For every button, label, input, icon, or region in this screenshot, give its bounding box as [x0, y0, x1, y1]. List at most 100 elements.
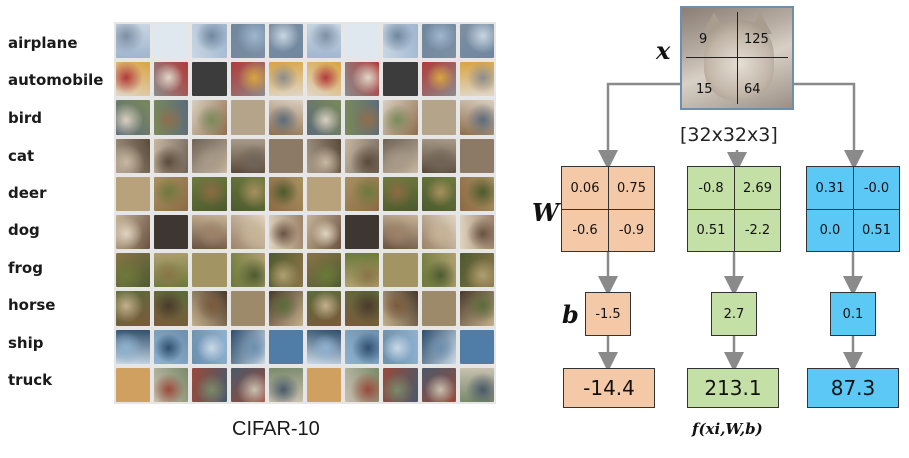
cifar-thumbnail: [154, 62, 189, 97]
function-label-text: f(xi,W,b): [692, 420, 763, 438]
cifar-thumbnail: [268, 62, 303, 97]
cifar-thumbnail: [421, 215, 456, 250]
cifar-thumbnail: [268, 367, 303, 402]
cifar-thumbnail: [192, 215, 227, 250]
cifar-thumbnail: [345, 24, 380, 59]
cifar-thumbnail: [230, 329, 265, 364]
input-image-x: 9 125 15 64: [680, 6, 794, 110]
cifar-thumbnail: [192, 176, 227, 211]
cifar-thumbnail: [268, 253, 303, 288]
cifar-thumbnail: [383, 367, 418, 402]
function-label: f(xi,W,b): [692, 420, 763, 438]
cifar-thumbnail: [307, 62, 342, 97]
cifar-thumbnail: [421, 291, 456, 326]
cifar-thumbnail: [345, 176, 380, 211]
class-label-frog: frog: [8, 259, 43, 277]
bias-box-2: 2.7: [711, 292, 757, 336]
cifar-thumbnail: [421, 176, 456, 211]
class-label-horse: horse: [8, 296, 56, 314]
cifar-thumbnail: [345, 291, 380, 326]
weight-value: 0.0: [807, 209, 853, 251]
score-box-2: 213.1: [687, 368, 779, 408]
pixel-value: 64: [744, 82, 761, 97]
cifar-thumbnail: [345, 100, 380, 135]
score-box-1: -14.4: [563, 368, 655, 408]
cifar-thumbnail: [192, 24, 227, 59]
cifar-thumbnail: [230, 176, 265, 211]
cifar-thumbnail: [383, 62, 418, 97]
weight-matrix-3: 0.31 -0.0 0.0 0.51: [806, 166, 900, 252]
weight-value: 0.51: [688, 209, 734, 251]
input-dimensions: [32x32x3]: [680, 124, 778, 146]
cifar-thumbnail: [268, 329, 303, 364]
weight-value: 0.51: [853, 209, 899, 251]
cifar-thumbnail: [268, 176, 303, 211]
cifar-thumbnail: [421, 367, 456, 402]
cifar-thumbnail: [459, 291, 494, 326]
cifar-thumbnail: [421, 253, 456, 288]
cifar-thumbnail: [307, 176, 342, 211]
cifar-thumbnail: [459, 62, 494, 97]
cifar-thumbnail: [230, 215, 265, 250]
dataset-caption: CIFAR-10: [232, 418, 320, 440]
cifar-thumbnail: [459, 100, 494, 135]
weight-value: -2.2: [734, 209, 780, 251]
cifar-thumbnail: [345, 253, 380, 288]
cifar-thumbnail: [230, 62, 265, 97]
cifar-thumbnail: [116, 253, 151, 288]
cifar-thumbnail: [345, 367, 380, 402]
cifar-thumbnail: [421, 62, 456, 97]
cifar-thumbnail: [307, 215, 342, 250]
cifar-thumbnail: [116, 367, 151, 402]
bias-box-3: 0.1: [830, 292, 876, 336]
weight-value: -0.9: [608, 209, 654, 251]
cifar-thumbnail: [383, 24, 418, 59]
cifar-thumbnail: [154, 215, 189, 250]
cifar-thumbnail: [116, 215, 151, 250]
cifar-thumbnail: [116, 138, 151, 173]
weight-value: 2.69: [734, 167, 780, 209]
cifar-thumbnail: [307, 291, 342, 326]
cifar-thumbnail: [421, 138, 456, 173]
arrow-x-to-col3: [794, 82, 864, 170]
cifar-thumbnail: [459, 138, 494, 173]
cifar-thumbnail: [268, 291, 303, 326]
weight-matrix-2: -0.8 2.69 0.51 -2.2: [687, 166, 781, 252]
cifar-thumbnail: [192, 329, 227, 364]
w-symbol: W: [532, 198, 559, 227]
class-label-truck: truck: [8, 371, 53, 389]
cifar-thumbnail: [345, 329, 380, 364]
linear-classifier-diagram: x 9 125 15 64 [32x32x3] W b 0.06 0.75 -0…: [520, 0, 909, 458]
cifar-thumbnail: [230, 138, 265, 173]
cifar-thumbnail: [307, 24, 342, 59]
cifar-thumbnail: [154, 138, 189, 173]
cifar-thumbnail: [421, 24, 456, 59]
cifar-thumbnail: [383, 329, 418, 364]
cifar-thumbnail: [116, 24, 151, 59]
connector-arrows: [598, 82, 864, 372]
cifar-thumbnail: [116, 329, 151, 364]
cifar-thumbnail: [230, 291, 265, 326]
cifar-thumbnail: [116, 176, 151, 211]
weight-value: -0.0: [853, 167, 899, 209]
cifar-thumbnail: [307, 253, 342, 288]
cifar-thumbnail: [307, 100, 342, 135]
bias-box-1: -1.5: [585, 292, 631, 336]
x-symbol: x: [656, 36, 671, 65]
cifar-thumbnail: [154, 253, 189, 288]
cifar-thumbnail: [345, 138, 380, 173]
weight-value: 0.06: [570, 180, 600, 196]
cifar-thumbnail: [459, 176, 494, 211]
cifar-image-grid: [114, 22, 496, 404]
cifar-thumbnail: [230, 253, 265, 288]
cifar-thumbnail: [154, 291, 189, 326]
cat-image: [704, 20, 774, 100]
class-label-automobile: automobile: [8, 71, 104, 89]
cifar-thumbnail: [268, 100, 303, 135]
cifar-thumbnail: [307, 329, 342, 364]
cifar-thumbnail: [154, 367, 189, 402]
arrow-x-to-col1: [598, 82, 680, 170]
cifar-thumbnail: [383, 176, 418, 211]
cifar-thumbnail: [307, 138, 342, 173]
cifar-thumbnail: [154, 176, 189, 211]
